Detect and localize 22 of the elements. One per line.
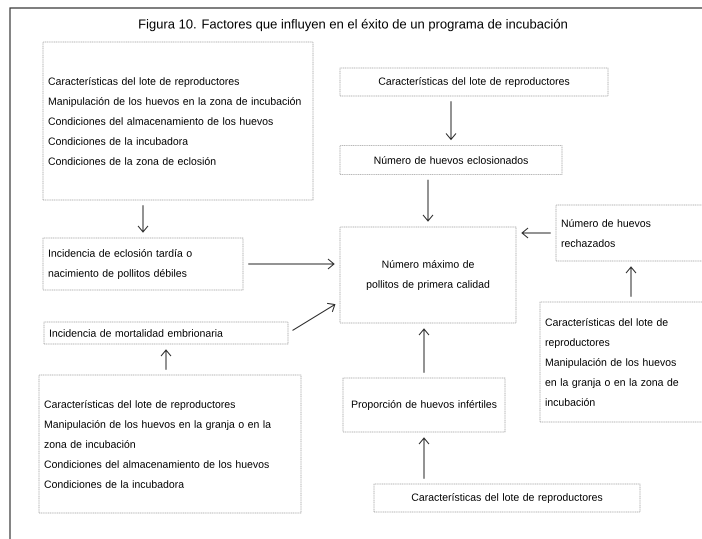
text-box: Número de huevos rechazados [556,204,702,262]
text-box: Número de huevos eclosionados [340,145,562,175]
figure-title: Figura 10. Factores que influyen en el éxito de un programa de incubación [139,18,567,32]
text-box: Características del lote de reproductores [340,68,608,96]
arrow [446,100,456,140]
text-box: Características del lote de reproductores [374,484,640,512]
arrow [418,437,430,480]
text-box: Incidencia de mortalidad embrionaria [44,322,288,344]
arrow [248,258,335,270]
arrow [521,228,552,238]
arrow [418,328,430,374]
text-box: Características del lote de reproductores Manipulación de los huevos en la granja o en la zona de incubación [540,302,702,422]
arrow [292,302,336,331]
text-box: Proporción de huevos infértiles [342,378,506,432]
text-box: Incidencia de eclosión tardía o nacimiento de pollitos débiles [42,238,244,290]
arrow [422,179,434,222]
arrow [138,204,148,233]
text-box: Características del lote de reproductores Manipulación de los huevos en la zona de incubación Condiciones del almacenamiento de los huevos Condiciones de la incubadora Condiciones de la zona de eclosión [42,42,314,200]
text-box: Número máximo de pollitos de primera calidad [340,226,516,324]
text-box: Características del lote de reproductores Manipulación de los huevos en la granja o en la zona de incubación Condiciones del almacenamiento de los huevos Condiciones de la incubadora [38,374,302,514]
arrow [160,349,172,370]
arrow [626,266,636,298]
